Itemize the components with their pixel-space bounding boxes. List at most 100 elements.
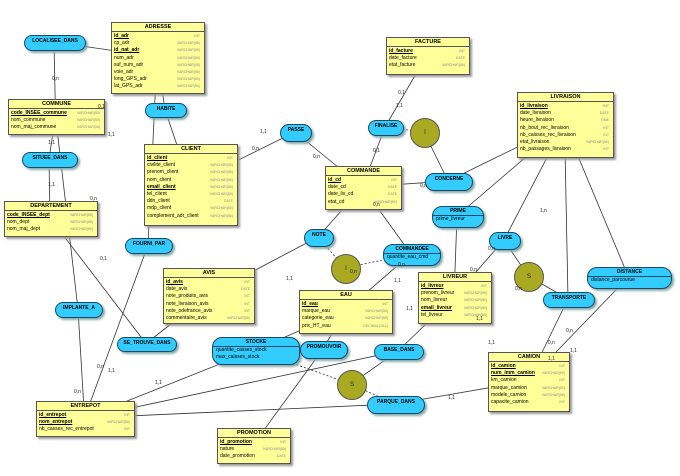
relation-title: COMMANDEE: [384, 245, 440, 254]
relation-localisee-dans[interactable]: LOCALISEE_DANS: [24, 35, 86, 51]
attribute-name: suf_num_adr: [114, 61, 144, 68]
attribute-name: id_eau: [302, 301, 318, 307]
attribute-name: marque_eau: [302, 308, 331, 315]
attribute-type: VARCHAR(50): [209, 184, 233, 189]
relation-attribute: distance_parcourue: [591, 277, 635, 283]
relation-finalise[interactable]: FINALISE: [368, 120, 404, 136]
cardinality-label: 0,n: [97, 364, 104, 370]
attribute-type: VARCHAR(50): [176, 48, 200, 53]
relation-fourni-par[interactable]: FOURNI_PAR: [125, 238, 173, 254]
attribute-type: VARCHAR(50): [463, 291, 487, 296]
entity-title: LIVREUR: [419, 273, 491, 282]
relation-title: SE_TROUVE_DANS: [123, 340, 171, 346]
attribute-name: id_cd: [328, 177, 342, 183]
entity-title: CLIENT: [145, 145, 237, 154]
cardinality-label: 1,n: [540, 208, 547, 214]
attribute-type: INT: [603, 125, 609, 130]
relation-parque-dans[interactable]: PARQUE_DANS: [367, 396, 425, 414]
attribute-type: DATE: [240, 287, 250, 292]
cardinality-label: 0,n: [90, 196, 97, 202]
cardinality-label: 1,1: [406, 306, 413, 312]
cardinality-label: 0,n: [398, 262, 405, 268]
cardinality-label: 0,n: [566, 328, 573, 334]
attribute-type: DATE: [276, 454, 286, 459]
relation-transporte[interactable]: TRANSPORTE: [543, 292, 595, 308]
attribute-name: note_livraison_avis: [166, 300, 209, 307]
attribute-name: nom_maj_dept: [7, 226, 41, 233]
relation-concerne[interactable]: CONCERNE: [425, 173, 473, 191]
relation-title: DISTANCE: [588, 268, 671, 277]
relation-base-dans[interactable]: BASE_DANS: [374, 344, 424, 360]
attribute-type: INT: [244, 308, 250, 313]
entity-title: COMMUNE: [9, 100, 104, 109]
relation-livre[interactable]: LIVRE: [489, 232, 521, 250]
attribute-name: nb_casses_rec_entrepot: [39, 426, 94, 433]
attribute-name: mdp_client: [147, 205, 172, 212]
cif-constraint-cif2[interactable]: I: [331, 254, 361, 284]
attribute-name: lat_GPS_adr: [114, 83, 143, 90]
attribute-type: VARCHAR(50): [209, 177, 233, 182]
cif-constraint-cif4[interactable]: S: [337, 370, 367, 400]
attribute-type: INT: [194, 34, 200, 38]
relation-title: FINALISE: [374, 123, 398, 129]
attribute-type: INT: [481, 284, 487, 288]
attribute-name: id_camion: [491, 363, 516, 369]
attribute-type: VARCHAR(50): [176, 84, 200, 89]
relation-situee-dans[interactable]: SITUEE_DANS: [22, 152, 78, 168]
relation-habite[interactable]: HABITE: [145, 103, 187, 118]
cif-constraint-cif1[interactable]: I: [410, 118, 440, 148]
relation-note[interactable]: NOTE: [304, 229, 334, 247]
cardinality-label: 1,1: [108, 132, 115, 138]
relation-promouvoir[interactable]: PROMOUVOIR: [300, 341, 348, 359]
cardinality-label: 0,1: [373, 148, 380, 154]
relation-implante-a[interactable]: IMPLANTE_A: [55, 302, 103, 318]
cardinality-label: 1,1: [394, 278, 401, 284]
cif-constraint-cif3[interactable]: S: [514, 262, 544, 292]
attribute-type: VARCHAR(50): [262, 447, 286, 452]
relation-attribute: quantite_casses_stock: [216, 347, 267, 353]
relation-title: IMPLANTE_A: [63, 305, 95, 311]
attribute-name: id_livreur: [421, 283, 444, 289]
attribute-type: VARCHAR(50): [69, 213, 93, 217]
relation-se-trouve-dans[interactable]: SE_TROUVE_DANS: [117, 337, 177, 352]
attribute-type: VARCHAR(50): [176, 41, 200, 46]
relation-passe[interactable]: PASSE: [280, 124, 312, 142]
entity-title: FACTURE: [387, 38, 469, 47]
